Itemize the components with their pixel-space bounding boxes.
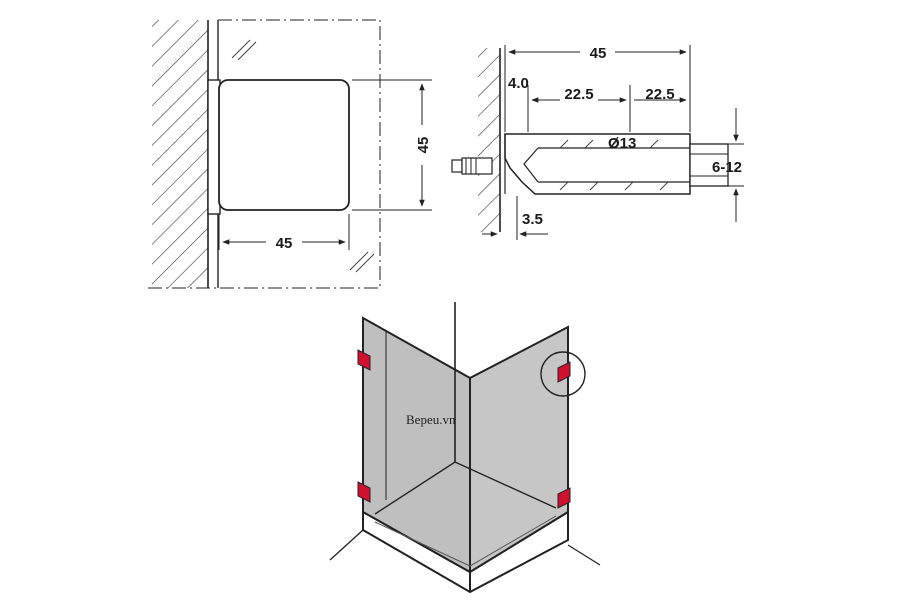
detail-highlight-circle bbox=[540, 351, 586, 397]
front-view: 45 45 bbox=[148, 19, 432, 289]
side-wall-gap-label: 4.0 bbox=[508, 75, 529, 92]
glass-reflection-icon bbox=[231, 39, 375, 273]
side-half-left-label: 22.5 bbox=[564, 86, 593, 103]
shower-enclosure: Bepeu.vn bbox=[329, 302, 601, 594]
side-wall-hatch bbox=[478, 48, 500, 232]
watermark: Bepeu.vn bbox=[406, 412, 456, 427]
glass-panel-outline bbox=[148, 19, 381, 289]
side-diameter-label: Ø13 bbox=[608, 135, 636, 152]
clamp-body bbox=[218, 79, 350, 211]
clamp-marker bbox=[357, 349, 571, 509]
side-half-right-label: 22.5 bbox=[645, 86, 674, 103]
glass-panel-right bbox=[469, 325, 569, 574]
mounting-screw bbox=[451, 157, 493, 175]
side-glass-thickness-label: 6-12 bbox=[712, 159, 742, 176]
clamp-side-profile bbox=[504, 133, 691, 195]
side-view: 45 4.0 22.5 22.5 Ø13 6-12 3.5 bbox=[451, 45, 744, 240]
front-width-label: 45 bbox=[276, 235, 293, 252]
side-base-offset-label: 3.5 bbox=[522, 211, 543, 228]
side-total-length-label: 45 bbox=[590, 45, 607, 62]
wall-hatch bbox=[152, 20, 208, 288]
front-height-label: 45 bbox=[415, 137, 432, 154]
